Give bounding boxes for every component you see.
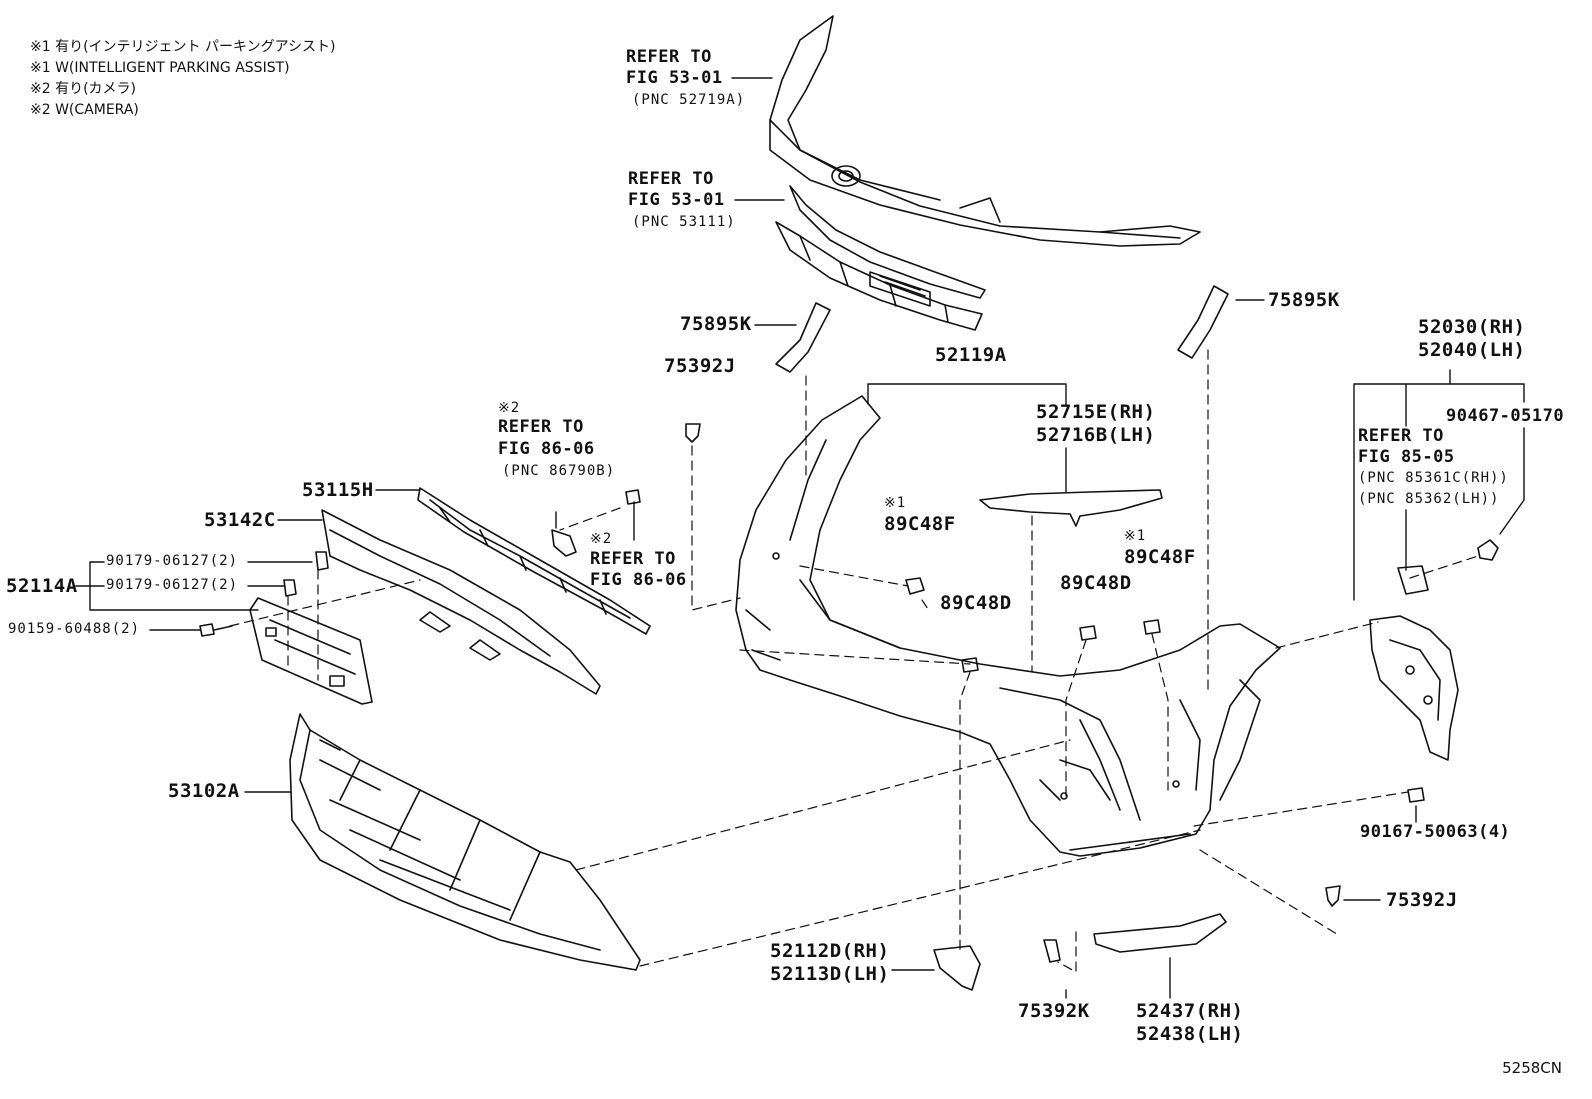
- label-89c48f-right-mark: ※1: [1124, 528, 1147, 544]
- clip-89c48f-left: [905, 577, 925, 595]
- label-52040: 52040(LH): [1418, 339, 1526, 361]
- assembly-lines: [229, 349, 1479, 973]
- label-52119a: 52119A: [935, 344, 1007, 366]
- lower-garnish-53142c-drawing: [321, 509, 601, 695]
- grille-frame-53115h-drawing: [417, 487, 651, 635]
- clip-75392j-bottom: [1325, 885, 1341, 907]
- retainer-52715e-drawing: [979, 489, 1163, 527]
- lower-grille-53102a-drawing: [289, 713, 641, 971]
- label-53102a: 53102A: [168, 780, 240, 802]
- legend-note-2: ※1 W(INTELLIGENT PARKING ASSIST): [30, 60, 290, 76]
- bolt-camera: [625, 489, 641, 505]
- label-90467: 90467-05170: [1446, 406, 1565, 426]
- ref-grille-line3: (PNC 53111): [632, 214, 736, 230]
- ref-camera-b-line2: FIG 86-06: [590, 570, 687, 590]
- label-75392j-bottom: 75392J: [1386, 889, 1458, 911]
- label-75392j-top: 75392J: [664, 355, 736, 377]
- label-90179-a: 90179-06127(2): [106, 553, 239, 569]
- clip-90179-b: [283, 579, 297, 597]
- trim-75895k-right: [1177, 285, 1229, 359]
- license-bracket-drawing: [249, 597, 373, 705]
- label-90167: 90167-50063(4): [1360, 822, 1511, 842]
- label-52114a: 52114A: [6, 575, 78, 597]
- ref-sensor-line4: (PNC 85362(LH)): [1358, 491, 1500, 507]
- label-75895k-left: 75895K: [680, 313, 752, 335]
- label-75392k: 75392K: [1018, 1000, 1090, 1022]
- ref-grille-line2: FIG 53-01: [628, 190, 725, 210]
- ref-camera-b-mark: ※2: [590, 531, 613, 547]
- ref-hood-line2: FIG 53-01: [626, 68, 723, 88]
- bumper-cover-drawing: [735, 395, 1281, 857]
- molding-52437: [1093, 913, 1227, 953]
- ref-hood-line3: (PNC 52719A): [632, 92, 746, 108]
- ref-camera-b-line1: REFER TO: [590, 549, 676, 569]
- label-52112d: 52112D(RH): [770, 940, 890, 962]
- label-89c48f-left-mark: ※1: [884, 495, 907, 511]
- clip-90179-a: [315, 551, 329, 571]
- label-52716b: 52716B(LH): [1036, 424, 1156, 446]
- upper-grille-drawing: [775, 185, 986, 331]
- label-89c48d-left: 89C48D: [940, 592, 1012, 614]
- ref-grille-line1: REFER TO: [628, 169, 714, 189]
- camera-bracket: [551, 529, 577, 557]
- piece-52112d: [933, 945, 981, 991]
- clip-90467: [1477, 539, 1499, 561]
- label-53115h: 53115H: [302, 479, 374, 501]
- clip-89c48d-left: [961, 657, 979, 673]
- ref-camera-a-line3: (PNC 86790B): [502, 463, 616, 479]
- bolt-90167: [1407, 787, 1425, 803]
- screw-90159: [199, 623, 233, 637]
- legend-note-3: ※2 有り(カメラ): [30, 81, 137, 97]
- ref-camera-a-line1: REFER TO: [498, 417, 584, 437]
- ref-camera-a-line2: FIG 86-06: [498, 439, 595, 459]
- clip-75392j-top: [685, 423, 701, 443]
- label-52715e: 52715E(RH): [1036, 401, 1156, 423]
- ref-camera-a-mark: ※2: [498, 400, 521, 416]
- label-75895k-right: 75895K: [1268, 289, 1340, 311]
- label-53142c: 53142C: [204, 509, 276, 531]
- legend-note-1: ※1 有り(インテリジェント パーキングアシスト): [30, 39, 336, 55]
- clip-89c48f-right: [1143, 619, 1161, 635]
- side-bracket-drawing: [1369, 565, 1459, 761]
- trim-75895k-left: [775, 302, 831, 373]
- label-52438: 52438(LH): [1136, 1023, 1244, 1045]
- leader-lines: [75, 77, 1525, 999]
- diagram-code: 5258CN: [1502, 1059, 1562, 1077]
- label-89c48f-right: 89C48F: [1124, 546, 1196, 568]
- label-52113d: 52113D(LH): [770, 963, 890, 985]
- ref-sensor-line2: FIG 85-05: [1358, 447, 1455, 467]
- label-90159: 90159-60488(2): [8, 621, 141, 637]
- hood-garnish-drawing: [769, 15, 1201, 247]
- label-89c48f-left: 89C48F: [884, 513, 956, 535]
- clip-75392k: [1043, 939, 1061, 963]
- clip-89c48d-right: [1079, 625, 1097, 641]
- label-89c48d-right: 89C48D: [1060, 572, 1132, 594]
- legend-note-4: ※2 W(CAMERA): [30, 102, 139, 118]
- ref-hood-line1: REFER TO: [626, 47, 712, 67]
- label-90179-b: 90179-06127(2): [106, 577, 239, 593]
- label-52030: 52030(RH): [1418, 316, 1526, 338]
- ref-sensor-line1: REFER TO: [1358, 426, 1444, 446]
- ref-sensor-line3: (PNC 85361C(RH)): [1358, 470, 1509, 486]
- label-52437: 52437(RH): [1136, 1000, 1244, 1022]
